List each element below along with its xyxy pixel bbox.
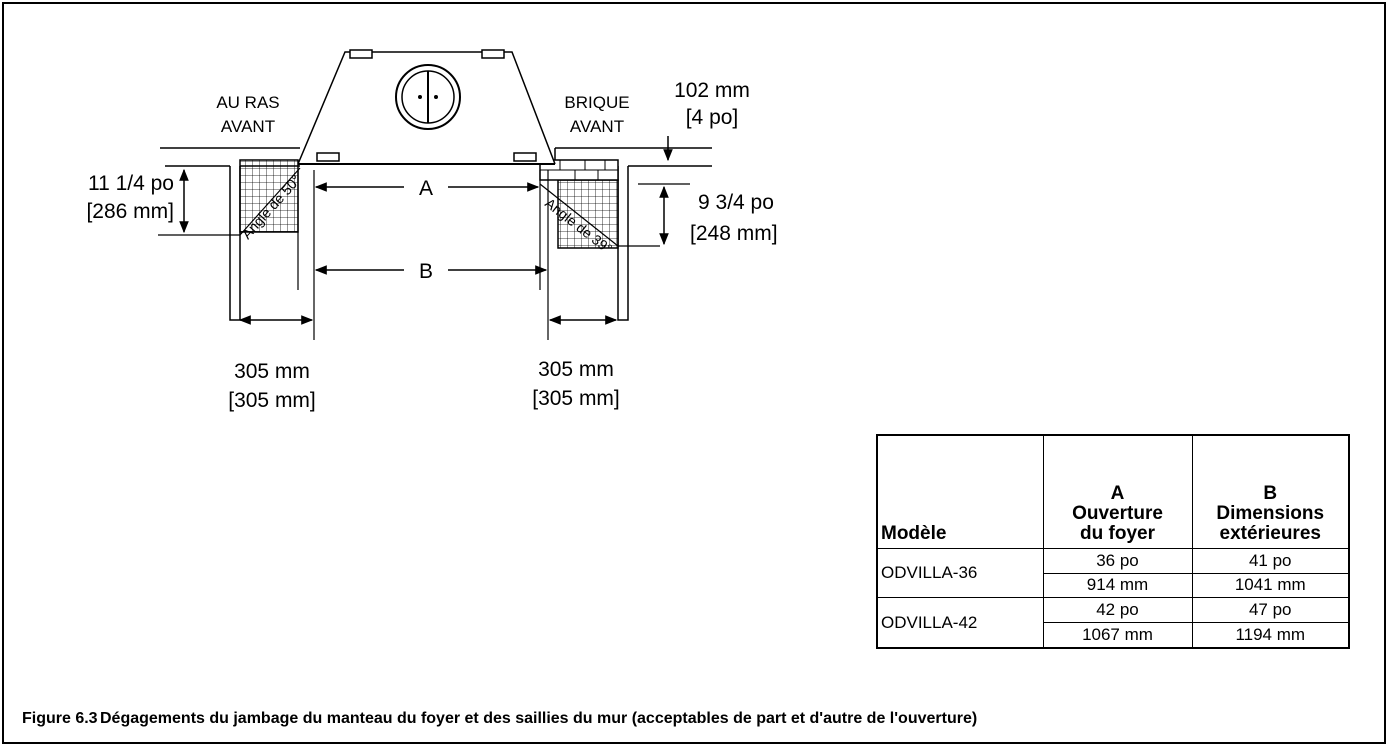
flush-front-label-line2: AVANT <box>221 117 275 136</box>
brick-front-label-line2: AVANT <box>570 117 624 136</box>
right-mantel-leg <box>539 159 629 321</box>
figure-number: Figure 6.3 <box>22 710 98 727</box>
right-width-label: 305 mm <box>538 358 614 381</box>
a-in-cell: 42 po <box>1042 597 1193 624</box>
left-angle-line <box>239 167 301 236</box>
figure-caption-text: Dégagements du jambage du manteau du foy… <box>100 710 978 727</box>
a-mm-cell: 914 mm <box>1042 572 1193 599</box>
vent-collar-icon <box>395 64 461 130</box>
projection-label: 102 mm <box>674 79 750 102</box>
right-angle-line <box>539 183 619 247</box>
table-row: 914 mm 1041 mm <box>877 572 1350 599</box>
b-in-cell: 41 po <box>1191 547 1350 574</box>
right-width-label-metric: [305 mm] <box>532 387 620 410</box>
table-row: 1067 mm 1194 mm <box>877 622 1350 649</box>
brick-front-label: BRIQUE <box>564 93 629 112</box>
projection-label-imperial: [4 po] <box>686 106 739 129</box>
right-height-label: 9 3/4 po <box>698 191 774 214</box>
left-width-label-metric: [305 mm] <box>228 389 316 412</box>
header-model: Modèle <box>876 434 1044 549</box>
b-mm-cell: 1041 mm <box>1191 572 1350 599</box>
dimension-a-label: A <box>419 177 433 200</box>
dimension-b-label: B <box>419 260 433 283</box>
right-height-label-metric: [248 mm] <box>690 222 778 245</box>
table-row: ODVILLA-42 42 po 47 po <box>876 597 1350 649</box>
b-mm-cell: 1194 mm <box>1191 622 1350 649</box>
left-width-label: 305 mm <box>234 360 310 383</box>
model-cell: ODVILLA-36 <box>876 547 1044 599</box>
model-cell: ODVILLA-42 <box>876 597 1044 649</box>
table-row: ODVILLA-36 36 po 41 po <box>876 547 1350 599</box>
flush-front-label: AU RAS <box>216 93 279 112</box>
b-in-cell: 47 po <box>1191 597 1350 624</box>
a-in-cell: 36 po <box>1042 547 1193 574</box>
left-height-label: 11 1/4 po <box>88 172 174 195</box>
left-mantel-leg <box>229 159 299 321</box>
a-mm-cell: 1067 mm <box>1042 622 1193 649</box>
left-height-label-metric: [286 mm] <box>86 200 174 223</box>
